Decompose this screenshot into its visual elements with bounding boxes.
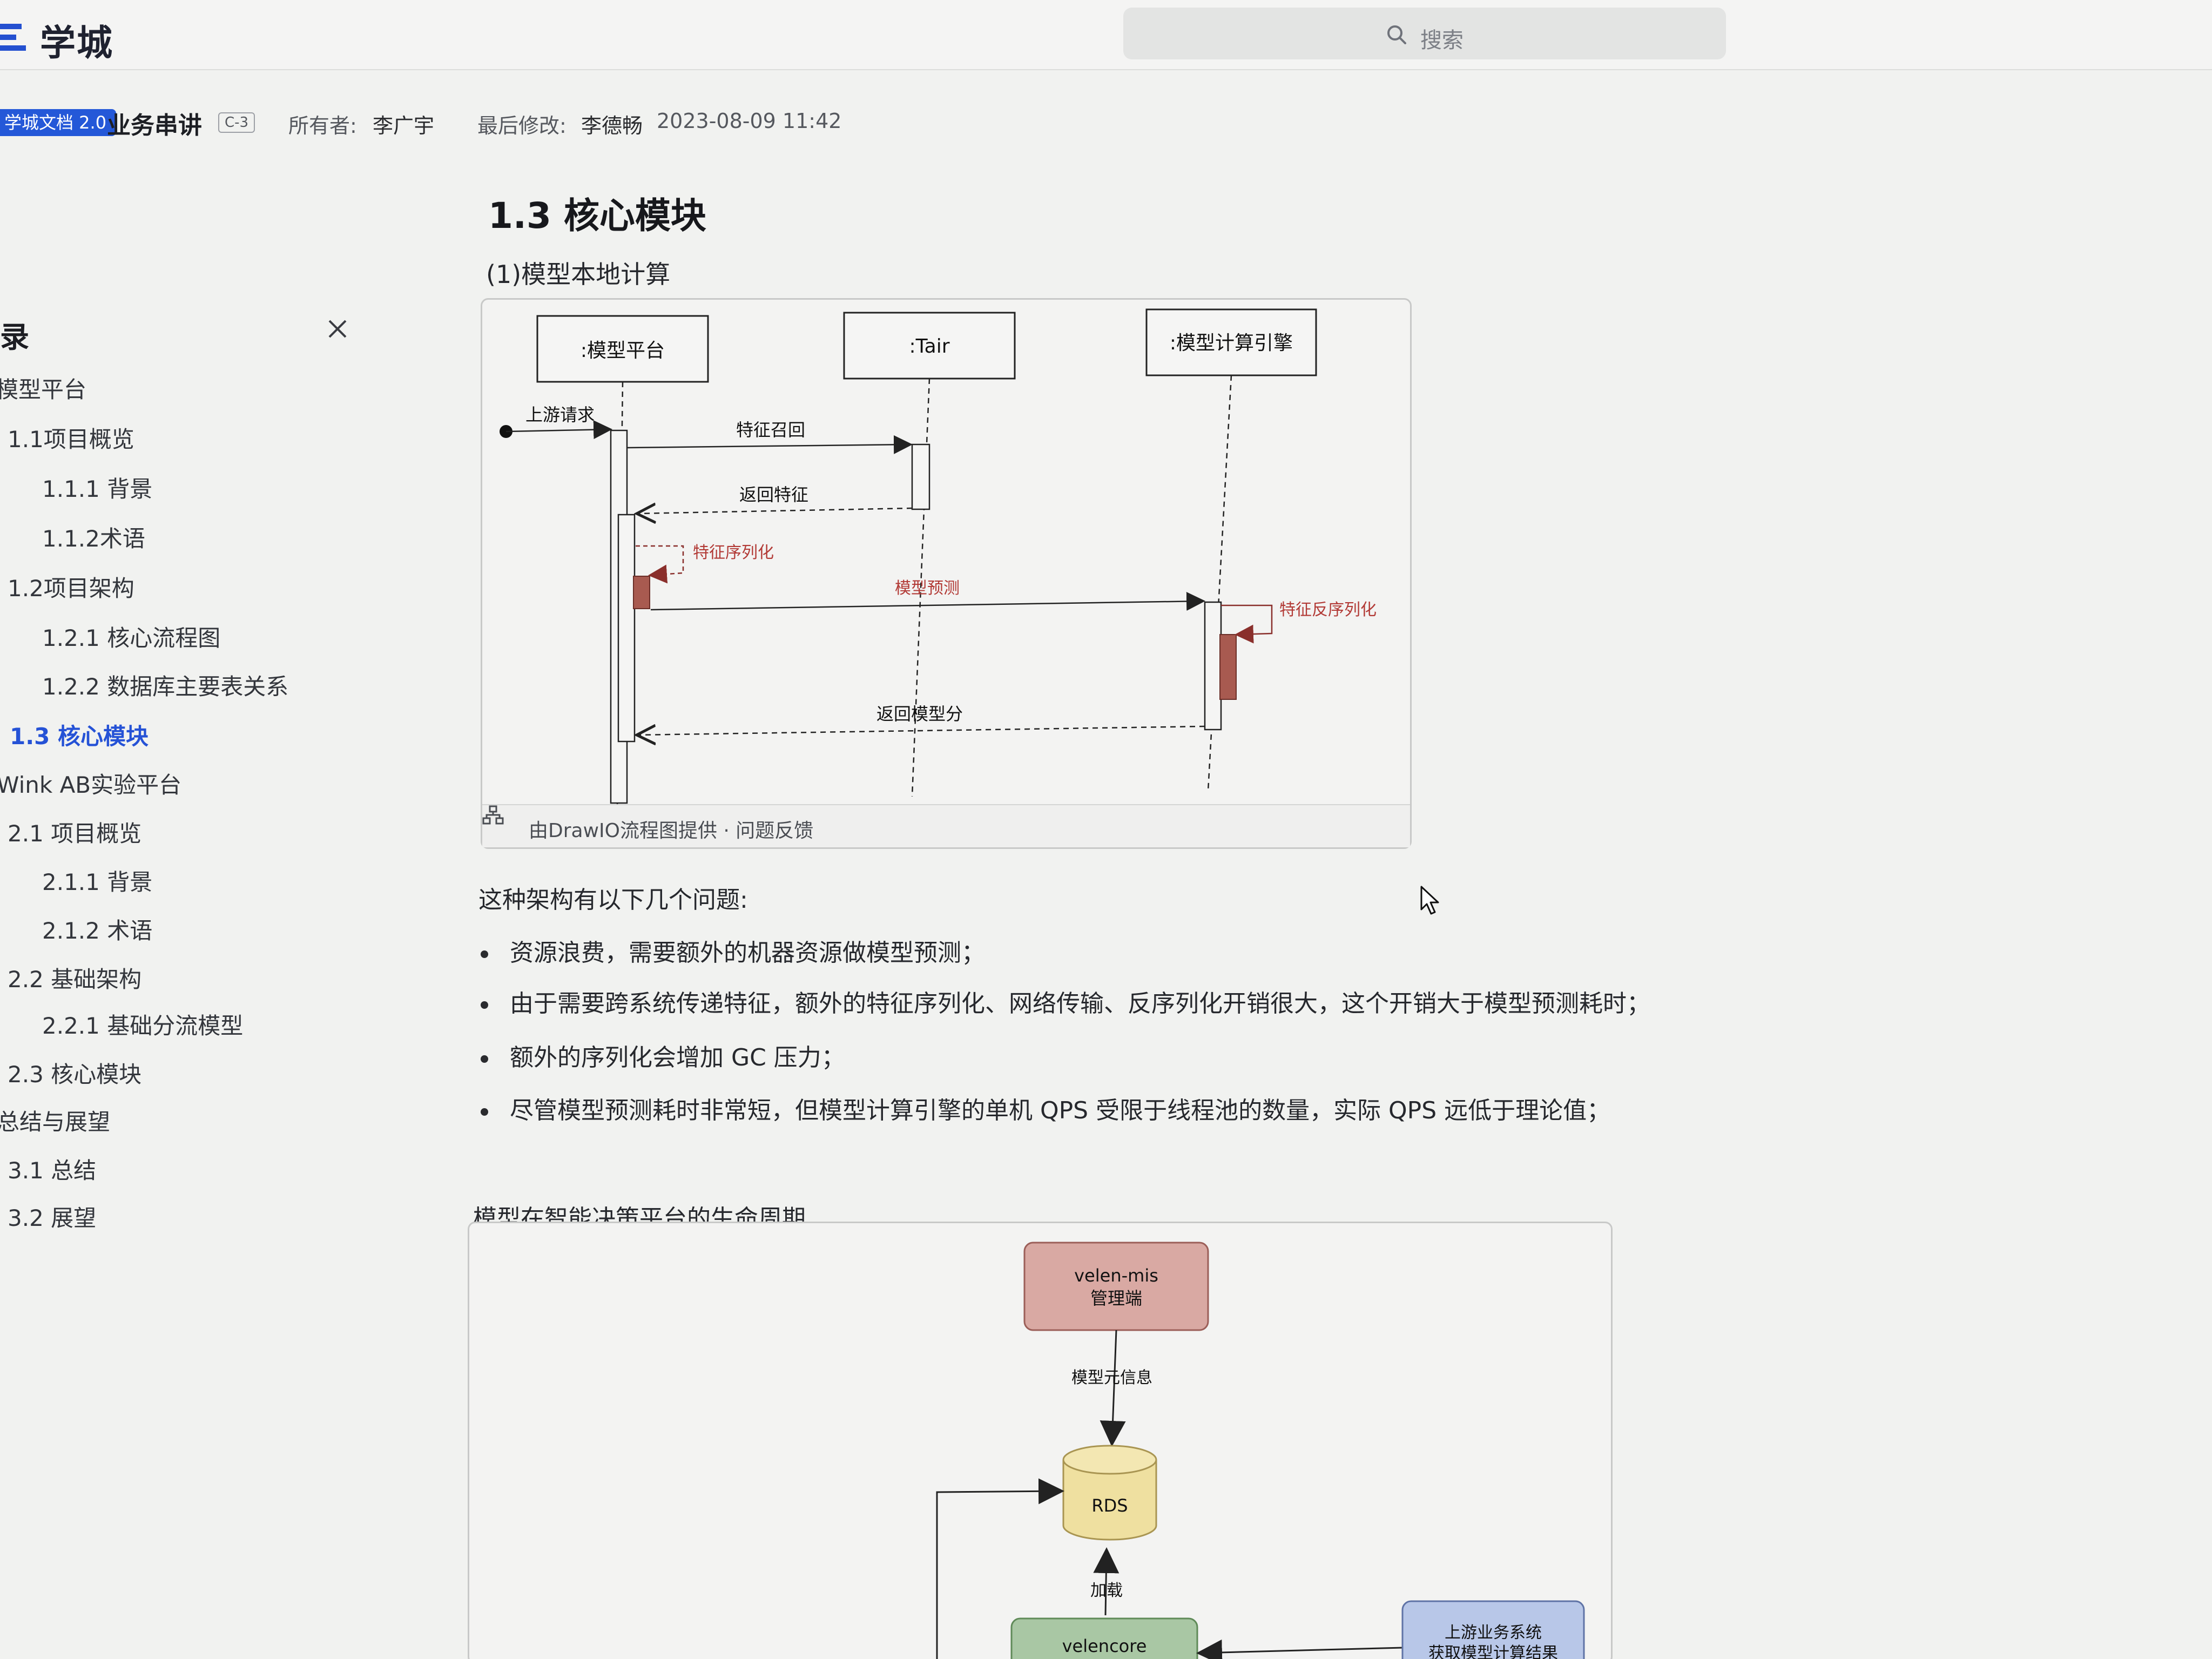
list-item-text: 尽管模型预测耗时非常短，但模型计算引擎的单机 QPS 受限于线程池的数量，实际 … [510,1097,1611,1124]
message-label: 上游请求 [525,404,595,425]
toc-item[interactable]: 总结与展望 [0,1109,111,1135]
edge-label: 模型元信息 [1071,1368,1152,1387]
cursor-icon [1420,886,1439,915]
search-placeholder: 搜索 [1420,28,1464,53]
section-heading: 1.3 核心模块 [488,195,706,237]
breadcrumb[interactable]: 业务串讲 [107,112,202,139]
activation-bar [911,443,930,510]
top-bar: 学城 搜索 [0,0,2212,70]
diagram-feedback-link[interactable]: 由DrawIO流程图提供 · 问题反馈 [529,820,814,842]
owner-name[interactable]: 李广宇 [373,114,435,138]
message-label: 特征序列化 [693,543,774,562]
toc-item[interactable]: 1.1项目概览 [8,426,134,453]
modified-by[interactable]: 李德畅 [581,114,643,138]
serialize-bar [633,576,650,609]
lifecycle-diagram-canvas: velen-mis 管理端 模型元信息 RDS 加载 velencore 上游业… [936,1242,1585,1659]
toc-item[interactable]: 1.2项目架构 [8,575,134,602]
doc-meta-row: 学城文档 2.0 业务串讲 C-3 所有者: 李广宇 最后修改: 李德畅 202… [0,103,972,140]
toc-item[interactable]: 2.3 核心模块 [8,1061,142,1088]
doc-version-badge[interactable]: 学城文档 2.0 [0,109,117,136]
toc-item[interactable]: 2.1.2 术语 [42,918,153,944]
toc-item[interactable]: 1.2.1 核心流程图 [42,625,221,651]
diagram-footer: 由DrawIO流程图提供 · 问题反馈 [482,804,1410,847]
node-label: RDS [1091,1495,1128,1516]
toc-item[interactable]: Wink AB实验平台 [0,772,182,798]
deserialize-bar [1219,634,1237,700]
toc-item[interactable]: 1.2.2 数据库主要表关系 [42,673,289,700]
section-subheading: (1)模型本地计算 [486,260,671,289]
sequence-diagram-canvas: :模型平台 :Tair :模型计算引擎 上游请求 特征召回 返回特征 [500,308,1377,807]
node-label: velencore [1062,1636,1147,1656]
message-label: 返回特征 [739,484,808,505]
list-item: 尽管模型预测耗时非常短，但模型计算引擎的单机 QPS 受限于线程池的数量，实际 … [481,1091,1610,1125]
toc-item[interactable]: 2.1 项目概览 [8,820,142,847]
toc-item[interactable]: 1.1.1 背景 [42,476,153,502]
edge-label: 加载 [1090,1581,1123,1600]
lifecycle-diagram[interactable]: velen-mis 管理端 模型元信息 RDS 加载 velencore 上游业… [468,1222,1613,1659]
velencore-node: velencore [1010,1617,1198,1659]
drawio-icon [482,805,504,825]
search-input[interactable]: 搜索 [1123,8,1726,59]
toc-item[interactable]: 1.1.2术语 [42,525,145,552]
message-label: 特征反序列化 [1279,601,1377,619]
logo-icon[interactable] [0,22,28,54]
lane-label: :模型计算引擎 [1170,332,1293,354]
lane-model-engine: :模型计算引擎 [1145,308,1317,376]
node-label: 管理端 [1090,1288,1142,1309]
activation-bar [617,514,636,743]
modified-time: 2023-08-09 11:42 [657,109,842,133]
lane-tair: :Tair [843,312,1016,380]
lane-model-platform: :模型平台 [536,315,709,383]
list-item-text: 资源浪费，需要额外的机器资源做模型预测； [510,939,985,967]
security-level-tag: C-3 [218,112,255,133]
toc-title: 录 [0,320,29,354]
node-label: 获取模型计算结果 [1428,1644,1558,1659]
message-label: 模型预测 [895,579,960,598]
lifeline [1207,375,1232,792]
toc-item[interactable]: 2.2.1 基础分流模型 [42,1013,244,1039]
message-label: 特征召回 [736,420,805,440]
toc-item[interactable]: 2.1.1 背景 [42,869,153,895]
toc-item-active[interactable]: 1.3 核心模块 [10,723,149,750]
logo-text[interactable]: 学城 [40,22,113,64]
list-item-text: 额外的序列化会增加 GC 压力； [510,1044,845,1071]
search-icon [1387,25,1406,44]
list-item-text: 由于需要跨系统传递特征，额外的特征序列化、网络传输、反序列化开销很大，这个开销大… [510,990,1650,1017]
list-item: 由于需要跨系统传递特征，额外的特征序列化、网络传输、反序列化开销很大，这个开销大… [481,984,1650,1019]
node-label: velen-mis [1074,1265,1158,1286]
lane-label: :Tair [909,335,949,358]
rds-node: RDS [1062,1445,1157,1541]
message-label: 返回模型分 [876,704,963,724]
close-icon[interactable] [325,316,350,341]
problems-intro: 这种架构有以下几个问题: [478,886,748,914]
toc-item[interactable]: 3.2 展望 [8,1205,97,1231]
upstream-system-node: 上游业务系统 获取模型计算结果 [1401,1600,1585,1659]
node-label: 上游业务系统 [1445,1623,1542,1642]
toc-item[interactable]: 3.1 总结 [8,1157,97,1184]
toc-item[interactable]: 2.2 基础架构 [8,966,142,993]
activation-bar [1204,601,1222,731]
velen-mis-node: velen-mis 管理端 [1023,1242,1209,1331]
list-item: 额外的序列化会增加 GC 压力； [481,1038,845,1073]
toc-item[interactable]: 模型平台 [0,376,87,403]
list-item: 资源浪费，需要额外的机器资源做模型预测； [481,933,985,968]
modified-label: 最后修改: [477,114,567,138]
lane-label: :模型平台 [581,340,665,362]
sequence-diagram[interactable]: :模型平台 :Tair :模型计算引擎 上游请求 特征召回 返回特征 [481,298,1412,849]
owner-label: 所有者: [288,114,357,138]
